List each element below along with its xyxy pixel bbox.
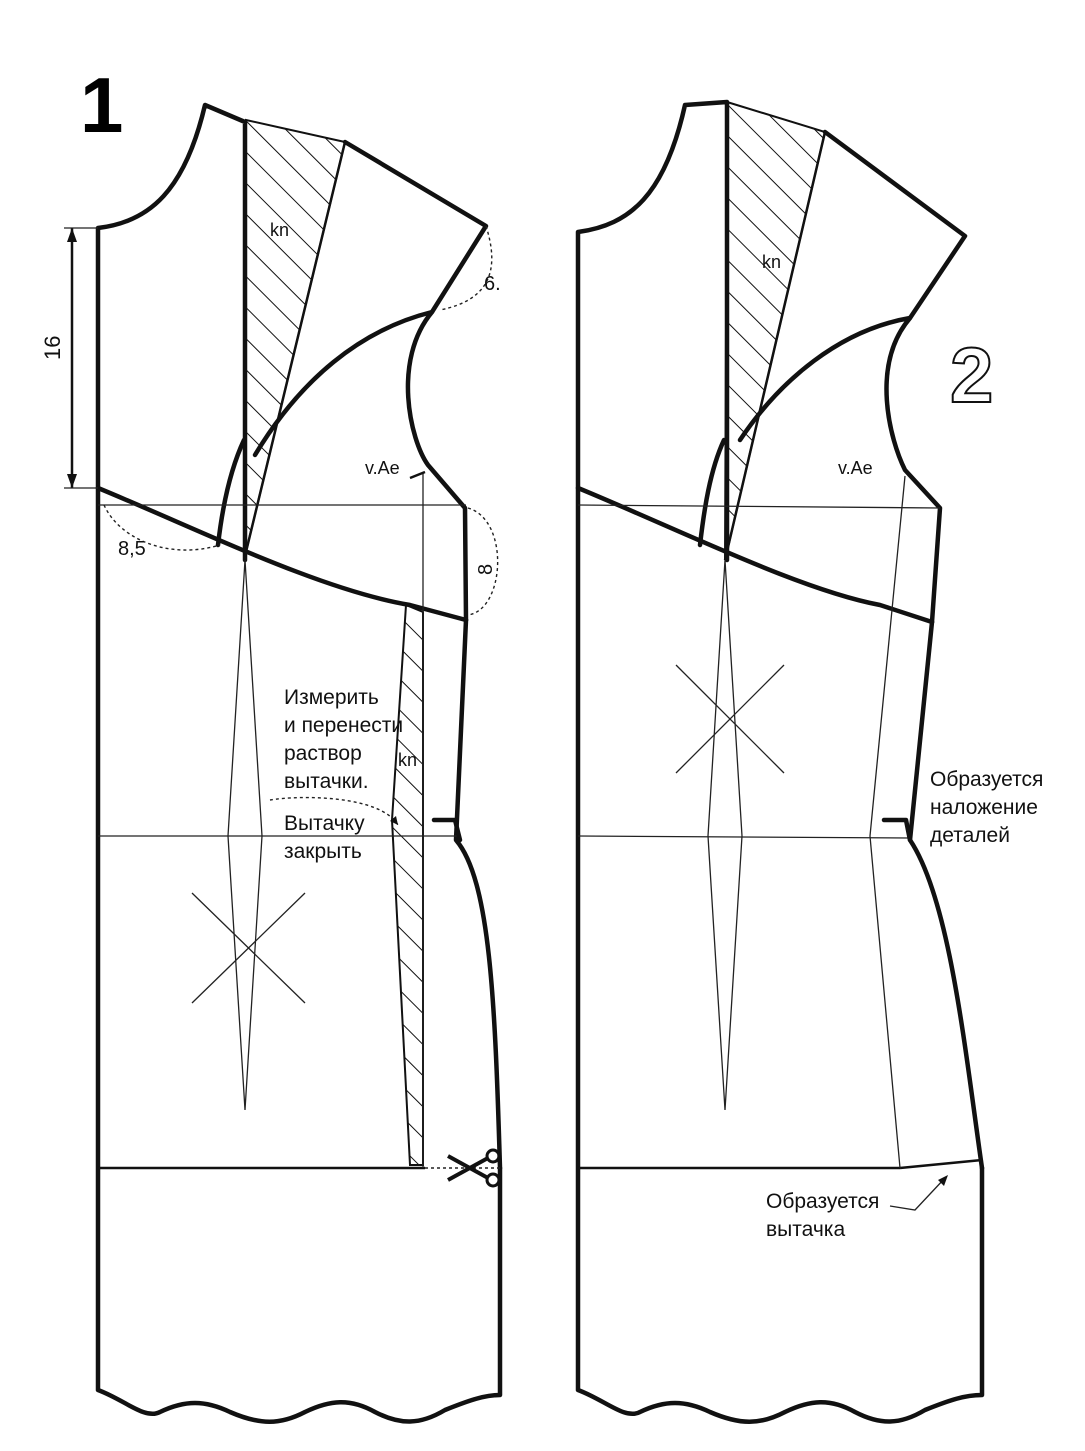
armhole-label: v.Ae [838, 458, 873, 478]
svg-text:раствор: раствор [284, 742, 362, 765]
side-arc [467, 507, 499, 616]
bodice-outline [95, 102, 503, 1424]
figure-1: 1 16 [40, 61, 503, 1424]
cross-line-b [675, 664, 785, 774]
armhole-curve [252, 309, 435, 458]
note-close: Вытачку закрыть [284, 812, 365, 863]
hatch-side-label: kn [398, 750, 417, 770]
hatch-top-label: kn [762, 252, 781, 272]
waist-line [577, 835, 911, 839]
cross-line-b [191, 892, 306, 1004]
svg-text:Образуется: Образуется [930, 768, 1043, 791]
figure-number: 2 [950, 331, 993, 419]
figure-2: 2 kn v.Ae Образуется наложение деталей О… [575, 99, 1043, 1424]
armhole-curve [737, 315, 913, 443]
bust-arc [103, 504, 221, 551]
bust-label: 8,5 [118, 538, 146, 560]
front-curve [215, 437, 247, 548]
svg-text:вытачка: вытачка [766, 1218, 845, 1241]
front-curve [697, 437, 727, 548]
side-label: 8 [475, 564, 497, 575]
dart-leg [243, 141, 347, 557]
waist-dart [227, 559, 263, 1111]
note-measure: Измерить и перенести раствор вытачки. [284, 686, 403, 793]
hatched-side-piece [390, 603, 424, 1166]
side-seam [453, 617, 503, 1171]
svg-text:Образуется: Образуется [766, 1190, 879, 1213]
dim-16-label: 16 [40, 336, 65, 360]
svg-text:и перенести: и перенести [284, 714, 403, 737]
bust-curve [575, 485, 935, 625]
svg-text:Измерить: Измерить [284, 686, 379, 709]
bodice-outline [575, 99, 985, 1424]
dart-leg [723, 131, 827, 561]
overlap-guide [869, 475, 906, 1169]
note-leader [889, 1177, 946, 1211]
dart-edge [899, 1158, 983, 1170]
chest-line [577, 504, 941, 509]
shoulder-arc [439, 225, 493, 311]
bust-curve [95, 485, 469, 623]
svg-text:деталей: деталей [930, 824, 1010, 847]
svg-text:вытачки.: вытачки. [284, 770, 369, 793]
scissors-icon [447, 1148, 501, 1188]
armhole-label: v.Ae [365, 458, 400, 478]
svg-text:закрыть: закрыть [284, 840, 362, 863]
note-dart: Образуется вытачка [766, 1190, 879, 1241]
note-overlap: Образуется наложение деталей [930, 768, 1043, 847]
armhole-tick [409, 470, 426, 480]
waist-dart [707, 559, 743, 1111]
note-leader [269, 796, 399, 826]
side-seam [907, 619, 985, 1171]
hatch-top-label: kn [270, 220, 289, 240]
svg-text:наложение: наложение [930, 796, 1038, 819]
waist-mark [881, 817, 913, 843]
shoulder-label: 6. [484, 273, 501, 295]
figure-number: 1 [80, 61, 123, 149]
waist-mark [431, 817, 463, 843]
svg-text:Вытачку: Вытачку [284, 812, 365, 835]
